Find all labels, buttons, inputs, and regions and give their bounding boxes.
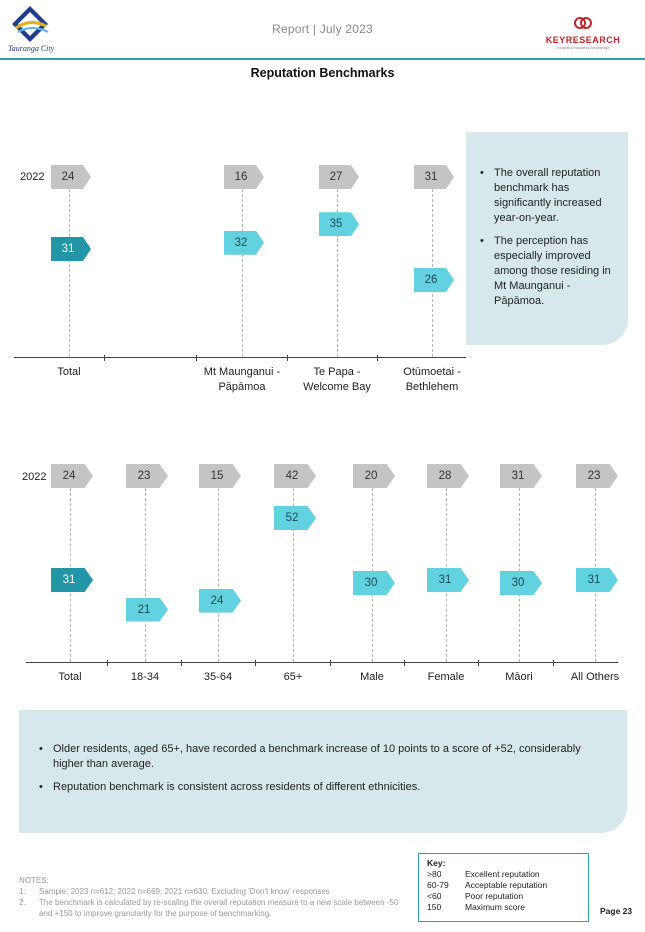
marker-2023: 30 xyxy=(353,570,395,595)
marker-2023: 30 xyxy=(500,570,542,595)
x-axis-tick xyxy=(478,660,479,666)
x-axis-tick xyxy=(404,660,405,666)
chart1-year-label: 2022 xyxy=(20,171,45,183)
brand-name: KEYRESEARCH xyxy=(545,35,621,45)
callout-region-summary: The overall reputation benchmark has sig… xyxy=(466,132,628,345)
marker-2022: 23 xyxy=(126,464,168,488)
category-guide-line xyxy=(293,488,294,662)
key-row: >80 Excellent reputation xyxy=(427,869,580,880)
marker-2022: 31 xyxy=(500,464,542,488)
key-label: Poor reputation xyxy=(465,891,524,901)
callout-demographic-summary: Older residents, aged 65+, have recorded… xyxy=(19,710,627,833)
header-rule xyxy=(0,58,645,60)
key-legend: Key: >80 Excellent reputation 60-79 Accept… xyxy=(418,853,589,922)
key-range: >80 xyxy=(427,869,442,879)
key-heading: Key: xyxy=(427,858,446,868)
marker-2023: 35 xyxy=(319,212,359,237)
category-label: 35-64 xyxy=(203,671,233,683)
notes-heading: NOTES: xyxy=(19,876,49,885)
note-number: 1. xyxy=(19,887,26,896)
page-number: Page 23 xyxy=(600,906,633,916)
category-label: Mt Maunganui - Pāpāmoa xyxy=(203,366,281,393)
key-label: Acceptable reputation xyxy=(465,880,548,890)
key-range: 150 xyxy=(427,902,442,912)
note-text: The benchmark is calculated by re-scalin… xyxy=(39,898,399,918)
x-axis-tick xyxy=(107,660,108,666)
x-axis-tick xyxy=(181,660,182,666)
x-axis-tick xyxy=(377,355,378,361)
note-item: 1. Sample: 2023 n=612; 2022 n=669; 2021 … xyxy=(19,886,399,897)
key-label: Excellent reputation xyxy=(465,869,540,879)
callout-bullet: The overall reputation benchmark has sig… xyxy=(478,166,618,226)
x-axis-line xyxy=(26,662,618,663)
key-range: 60-79 xyxy=(427,880,449,890)
key-label: Maximum score xyxy=(465,902,525,912)
x-axis-tick xyxy=(287,355,288,361)
marker-2022: 28 xyxy=(427,464,469,488)
marker-2023: 32 xyxy=(224,230,264,255)
marker-2022: 31 xyxy=(414,165,454,189)
marker-2023: 52 xyxy=(274,506,316,531)
note-text: Sample: 2023 n=612; 2022 n=669; 2021 n=6… xyxy=(39,887,330,896)
category-label: Total xyxy=(58,671,82,683)
marker-2023: 31 xyxy=(51,568,93,592)
marker-2022: 42 xyxy=(274,464,316,488)
category-label: All Others xyxy=(570,671,620,683)
key-row: 60-79 Acceptable reputation xyxy=(427,880,580,891)
category-label: Otūmoetai - Bethlehem xyxy=(403,366,461,393)
category-label: Female xyxy=(427,671,465,683)
key-row: <60 Poor reputation xyxy=(427,891,580,902)
note-item: 2. The benchmark is calculated by re-sca… xyxy=(19,897,399,919)
keyresearch-ring-icon xyxy=(574,17,592,29)
x-axis-tick xyxy=(255,660,256,666)
tauranga-logo: Tauranga City xyxy=(8,4,68,56)
category-label: 65+ xyxy=(283,671,303,683)
category-guide-line xyxy=(242,189,243,357)
category-label: Te Papa - Welcome Bay xyxy=(303,366,371,393)
notes: NOTES: 1. Sample: 2023 n=612; 2022 n=669… xyxy=(19,875,399,919)
marker-2022: 20 xyxy=(353,464,395,488)
marker-2023: 24 xyxy=(199,588,241,613)
logo-text: Tauranga City xyxy=(8,44,55,53)
marker-2022: 27 xyxy=(319,165,359,189)
x-axis-tick xyxy=(553,660,554,666)
marker-2023: 31 xyxy=(51,237,91,261)
key-row: 150 Maximum score xyxy=(427,902,580,913)
marker-2022: 24 xyxy=(51,165,91,189)
category-guide-line xyxy=(69,189,70,357)
category-label: Māori xyxy=(505,671,533,683)
marker-2023: 31 xyxy=(576,568,618,592)
category-guide-line xyxy=(337,189,338,357)
marker-2022: 24 xyxy=(51,464,93,488)
category-label: 18-34 xyxy=(130,671,160,683)
marker-2023: 21 xyxy=(126,597,168,622)
key-range: <60 xyxy=(427,891,442,901)
keyresearch-logo: KEYRESEARCH Insightful business knowledg… xyxy=(538,16,628,50)
category-guide-line xyxy=(218,488,219,662)
report-header-title: Report | July 2023 xyxy=(272,22,373,36)
marker-2022: 23 xyxy=(576,464,618,488)
marker-2022: 16 xyxy=(224,165,264,189)
marker-2023: 31 xyxy=(427,568,469,592)
callout-bullet: The perception has especially improved a… xyxy=(478,234,618,309)
category-label: Total xyxy=(57,366,81,378)
category-guide-line xyxy=(145,488,146,662)
chart2-year-label: 2022 xyxy=(22,471,47,483)
callout-bullet: Older residents, aged 65+, have recorded… xyxy=(37,742,611,772)
x-axis-tick xyxy=(104,355,105,361)
x-axis-tick xyxy=(330,660,331,666)
marker-2022: 15 xyxy=(199,464,241,488)
note-number: 2. xyxy=(19,898,26,907)
callout-bullet: Reputation benchmark is consistent acros… xyxy=(37,780,611,795)
x-axis-line xyxy=(14,357,466,358)
brand-tagline: Insightful business knowledge xyxy=(556,45,610,50)
section-title: Reputation Benchmarks xyxy=(250,66,395,80)
marker-2023: 26 xyxy=(414,268,454,292)
x-axis-tick xyxy=(196,355,197,361)
category-label: Male xyxy=(360,671,384,683)
